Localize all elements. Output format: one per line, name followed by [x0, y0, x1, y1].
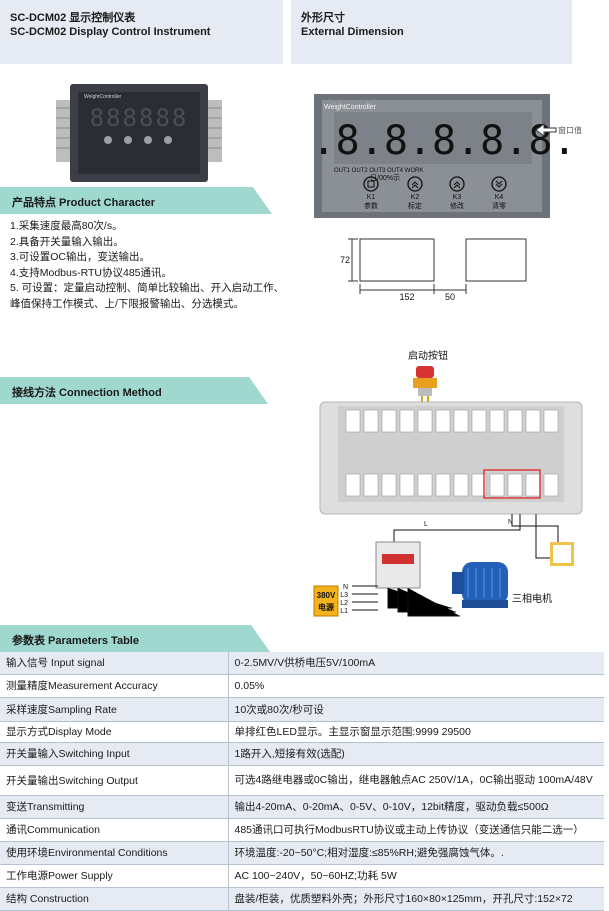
header-left: SC-DCM02 显示控制仪表 SC-DCM02 Display Control…	[0, 0, 283, 64]
dimension-drawing: WeightController 8.8.8.8.8.8. OUT1 OUT2 …	[312, 94, 582, 302]
wire-l-label: L	[424, 521, 428, 528]
feature-item: 5. 可设置：定量启动控制、简单比较输出、开入启动工作、	[10, 282, 285, 294]
key-k2-id: K2	[411, 194, 420, 201]
phase-l2: L2	[340, 600, 348, 607]
section-product-character: 产品特点 Product Character	[0, 187, 272, 214]
indicator-text: 日/00%示	[370, 174, 400, 182]
feature-list: 1.采集速度最高80次/s。 2.具备开关量输入输出。 3.可设置OC输出，变送…	[10, 219, 295, 312]
table-row: 结构 Construction 盘装/柜装，优质塑料外壳；外形尺寸160×80×…	[0, 887, 604, 911]
param-key: 开关量输出Switching Output	[0, 765, 229, 796]
feature-item: 3.可设置OC输出，变送输出。	[10, 251, 151, 263]
window-label: 窗口值	[558, 125, 582, 135]
dim-depth: 50	[445, 292, 455, 302]
param-value: 10次或80次/秒可设	[228, 697, 604, 722]
key-k1-id: K1	[367, 194, 376, 201]
motor-label: 三相电机	[512, 592, 552, 605]
phase-n: N	[343, 584, 348, 591]
out-labels: OUT1 OUT2 OUT3 OUT4 WORK	[334, 168, 423, 174]
title-cn: SC-DCM02 显示控制仪表	[10, 12, 136, 24]
photo-brand: WeightController	[84, 94, 121, 100]
param-key: 测量精度Measurement Accuracy	[0, 674, 229, 698]
section-product-title: 产品特点 Product Character	[12, 197, 156, 209]
param-key: 通讯Communication	[0, 818, 229, 842]
motor-icon	[452, 562, 508, 608]
table-row: 变送Transmitting 输出4-20mA、0-20mA、0-5V、0-10…	[0, 795, 604, 819]
param-key: 使用环境Environmental Conditions	[0, 841, 229, 865]
param-key: 采样速度Sampling Rate	[0, 697, 229, 722]
param-value: AC 100~240V，50~60HZ;功耗 5W	[228, 864, 604, 888]
front-brand: WeightController	[324, 104, 377, 111]
dim-width: 152	[399, 292, 414, 302]
feature-item: 2.具备开关量输入输出。	[10, 235, 124, 248]
param-key: 变送Transmitting	[0, 795, 229, 819]
table-row: 输入信号 Input signal 0-2.5MV/V供桥电压5V/100mA	[0, 652, 604, 675]
param-key: 输入信号 Input signal	[0, 652, 229, 675]
param-value: 0-2.5MV/V供桥电压5V/100mA	[228, 652, 604, 675]
param-value: 单排红色LED显示。主显示窗显示范围:9999 29500	[228, 721, 604, 743]
key-k2-label: 标定	[408, 201, 422, 210]
param-value: 环境温度:-20~50°C;相对湿度:≤85%RH;避免强腐蚀气体。.	[228, 841, 604, 865]
header-right: 外形尺寸 External Dimension	[291, 0, 572, 64]
param-value: 盘装/柜装，优质塑料外壳；外形尺寸160×80×125mm，开孔尺寸:152×7…	[228, 887, 604, 911]
table-row: 工作电源Power Supply AC 100~240V，50~60HZ;功耗 …	[0, 864, 604, 888]
dimension-title-cn: 外形尺寸	[301, 12, 345, 24]
section-parameters-table: 参数表 Parameters Table	[0, 625, 270, 652]
parameters-table: 输入信号 Input signal 0-2.5MV/V供桥电压5V/100mA …	[0, 652, 604, 911]
param-key: 开关量输入Switching Input	[0, 742, 229, 766]
section-params-title: 参数表 Parameters Table	[12, 635, 139, 647]
param-value: 485通讯口可执行ModbusRTU协议或主动上传协议（变送通信只能二选一）	[228, 818, 604, 842]
power-380v: 380V	[317, 591, 336, 600]
dim-height: 72	[340, 255, 350, 265]
param-key: 结构 Construction	[0, 887, 229, 911]
title-en: SC-DCM02 Display Control Instrument	[10, 26, 211, 38]
feature-item: 峰值保持工作模式、上/下限报警输出、分选模式。	[10, 297, 244, 310]
param-key: 显示方式Display Mode	[0, 721, 229, 743]
key-k3-label: 修改	[450, 201, 464, 210]
param-value: 可选4路继电器或0C输出，继电器触点AC 250V/1A，0C输出驱动 100m…	[228, 765, 604, 796]
key-k4-label: 清零	[492, 201, 506, 210]
param-value: 0.05%	[228, 674, 604, 698]
section-connection-title: 接线方法 Connection Method	[12, 387, 162, 399]
table-row: 通讯Communication 485通讯口可执行ModbusRTU协议或主动上…	[0, 818, 604, 842]
key-k4-id: K4	[495, 194, 504, 201]
section-connection-method: 接线方法 Connection Method	[0, 377, 268, 404]
dimension-title-en: External Dimension	[301, 26, 404, 38]
phase-l1: L1	[340, 608, 348, 615]
table-row: 开关量输出Switching Output 可选4路继电器或0C输出，继电器触点…	[0, 765, 604, 796]
table-row: 开关量输入Switching Input 1路开入,短接有效(选配)	[0, 742, 604, 766]
wiring-diagram: 启动按钮 L N N L3 L2 L1 380V 电源	[313, 349, 583, 617]
phase-l3: L3	[340, 592, 348, 599]
key-k3-id: K3	[453, 194, 462, 201]
table-row: 测量精度Measurement Accuracy 0.05%	[0, 674, 604, 698]
table-row: 显示方式Display Mode 单排红色LED显示。主显示窗显示范围:9999…	[0, 721, 604, 743]
param-value: 1路开入,短接有效(选配)	[228, 742, 604, 766]
front-digits: 8.8.8.8.8.8.	[312, 118, 576, 164]
product-photo: WeightController 888888	[56, 84, 222, 182]
power-label: 电源	[318, 602, 334, 612]
table-row: 采样速度Sampling Rate 10次或80次/秒可设	[0, 697, 604, 722]
photo-digits: 888888	[90, 104, 189, 132]
param-value: 输出4-20mA、0-20mA、0-5V、0-10V，12bit精度，驱动负载≤…	[228, 795, 604, 819]
feature-item: 4.支持Modbus-RTU协议485通讯。	[10, 266, 173, 279]
table-row: 使用环境Environmental Conditions 环境温度:-20~50…	[0, 841, 604, 865]
feature-item: 1.采集速度最高80次/s。	[10, 220, 123, 232]
start-button-label: 启动按钮	[408, 349, 448, 362]
wire-n-label: N	[508, 519, 513, 526]
key-k1-label: 参数	[364, 201, 378, 210]
start-button-icon	[413, 366, 437, 396]
param-key: 工作电源Power Supply	[0, 864, 229, 888]
